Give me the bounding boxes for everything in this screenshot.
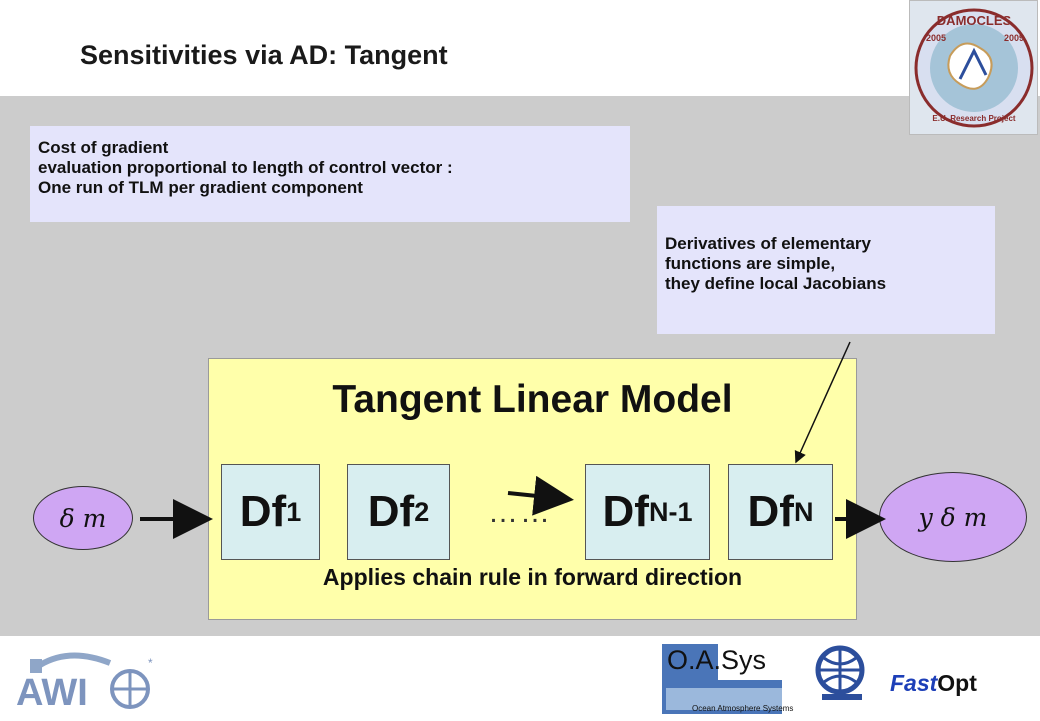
oasys-tagline: Ocean Atmosphere Systems bbox=[692, 704, 793, 713]
derivatives-note: Derivatives of elementary functions are … bbox=[657, 206, 995, 334]
oasys-logo: Ocean Atmosphere Systems bbox=[662, 644, 872, 716]
tlm-subtitle: Applies chain rule in forward direction bbox=[322, 564, 743, 590]
df-base: Df bbox=[747, 487, 794, 536]
df-sub: 1 bbox=[286, 496, 302, 527]
fastopt-fast: Fast bbox=[890, 670, 938, 696]
svg-text:*: * bbox=[148, 656, 153, 670]
damocles-year-right: 2009 bbox=[1004, 33, 1024, 43]
derivatives-note-line: they define local Jacobians bbox=[665, 274, 887, 293]
output-ellipse: y δ m bbox=[879, 472, 1027, 562]
tlm-title: Tangent Linear Model bbox=[332, 378, 733, 421]
input-label: δ m bbox=[59, 503, 107, 533]
derivatives-note-line: Derivatives of elementary bbox=[665, 234, 871, 253]
df-base: Df bbox=[239, 487, 287, 536]
df-sub: 2 bbox=[414, 496, 430, 527]
cost-note: Cost of gradient evaluation proportional… bbox=[30, 126, 630, 222]
damocles-year-left: 2005 bbox=[926, 33, 946, 43]
fastopt-opt: Opt bbox=[937, 670, 977, 696]
derivatives-note-line: functions are simple, bbox=[665, 254, 836, 273]
cost-note-line: Cost of gradient bbox=[38, 138, 169, 157]
df-sub: N-1 bbox=[648, 496, 693, 527]
slide-title: Sensitivities via AD: Tangent bbox=[80, 40, 448, 70]
damocles-title: DAMOCLES bbox=[937, 13, 1012, 28]
oasys-name: O.A.Sys bbox=[667, 645, 767, 675]
ellipsis-dots: …… bbox=[488, 496, 552, 529]
damocles-subtitle: E.U. Research Project bbox=[932, 114, 1015, 123]
awi-logo: AWI * bbox=[10, 645, 160, 715]
output-label: y δ m bbox=[918, 502, 988, 532]
df-base: Df bbox=[602, 487, 649, 536]
cost-note-line: evaluation proportional to length of con… bbox=[38, 158, 453, 177]
fastopt-logo: FastOpt bbox=[890, 670, 977, 697]
damocles-logo: DAMOCLES 2005 2009 E.U. Research Project bbox=[909, 0, 1038, 135]
df-sub: N bbox=[793, 496, 814, 527]
df-base: Df bbox=[367, 487, 415, 536]
cost-note-line: One run of TLM per gradient component bbox=[38, 178, 363, 197]
input-ellipse: δ m bbox=[33, 486, 133, 550]
awi-text: AWI bbox=[16, 672, 88, 714]
